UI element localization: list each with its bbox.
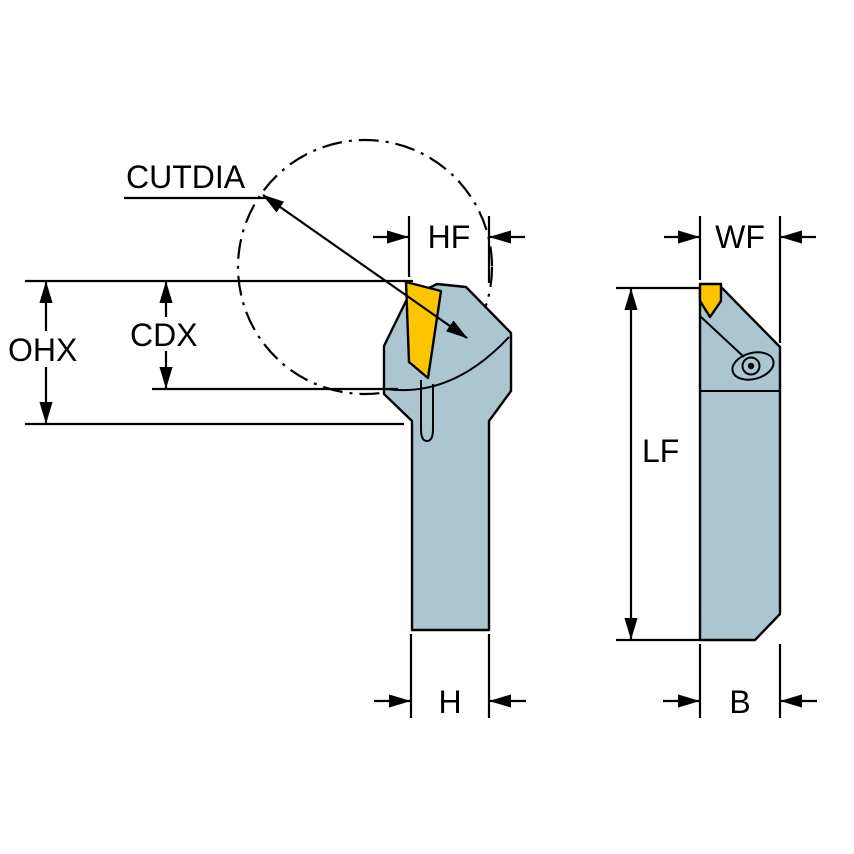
cutdia-label: CUTDIA — [126, 159, 246, 195]
side-view — [698, 282, 782, 642]
b-label: B — [729, 684, 750, 720]
dim-lf: LF — [616, 286, 700, 642]
cdx-label: CDX — [130, 317, 198, 353]
h-label: H — [438, 684, 461, 720]
ohx-label: OHX — [8, 332, 77, 368]
cdx-label-bg — [126, 317, 214, 351]
hf-label: HF — [428, 219, 471, 255]
cutdia-annotation: CUTDIA — [124, 159, 468, 339]
side-clamp-ellipse — [731, 351, 775, 381]
dim-hf: HF — [373, 216, 525, 283]
side-top-edge-line — [699, 315, 745, 358]
front-body — [382, 282, 513, 632]
lf-label: LF — [642, 433, 679, 469]
wf-label: WF — [715, 219, 765, 255]
dim-b: B — [663, 644, 817, 720]
front-view — [236, 138, 513, 632]
side-insert — [698, 282, 723, 319]
dim-cdx: CDX — [126, 281, 398, 391]
dim-ohx: OHX — [4, 279, 413, 426]
ohx-label-bg — [4, 331, 92, 367]
front-seat-curve — [385, 336, 510, 392]
cutdia-circle — [236, 138, 494, 396]
side-screw-head — [741, 356, 761, 376]
dim-h: H — [374, 634, 526, 720]
cutdia-diameter-arrow — [262, 194, 468, 339]
side-screw-center — [747, 362, 755, 370]
front-clamp-slot — [420, 380, 434, 443]
dim-wf: WF — [664, 216, 816, 343]
side-body — [698, 286, 782, 642]
